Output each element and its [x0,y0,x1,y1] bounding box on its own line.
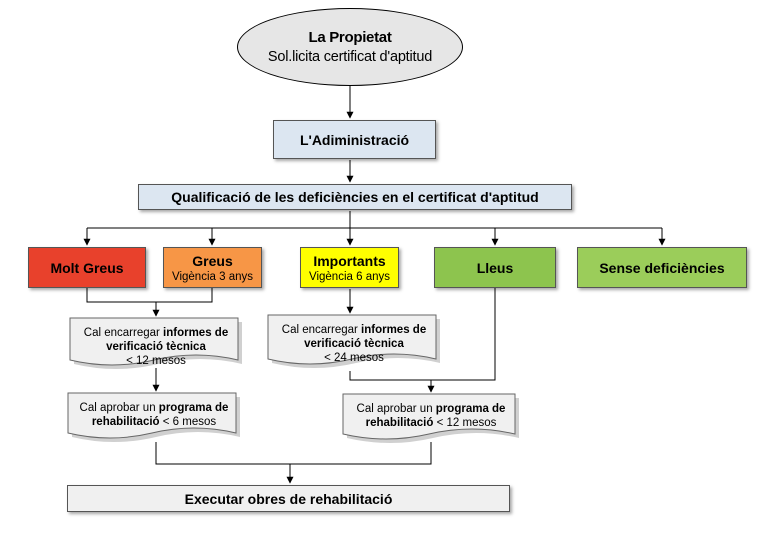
program-right-prefix: Cal aprobar un [356,403,436,415]
category-molt-greus-title: Molt Greus [50,259,124,276]
administration-label: L'Adiministració [299,131,410,148]
program-right-bold-1: programa de [435,403,506,415]
report-left-text: Cal encarregar informes de verificació t… [70,318,242,368]
administration-box: L'Adiministració [273,120,436,159]
report-right-period: < 24 mesos [324,352,384,364]
category-molt-greus: Molt Greus [28,247,146,288]
connector-molt-greus-greus-join [86,288,213,303]
program-left-prefix: Cal aprobar un [79,402,159,414]
program-left-text: Cal aprobar un programa de rehabilitació… [68,393,240,429]
report-left-bold-2: verificació tècnica [106,341,206,353]
program-left-period: < 6 mesos [159,416,217,428]
final-label: Executar obres de rehabilitació [184,490,393,507]
category-importants-title: Importants [313,252,386,269]
program-right-period: < 12 mesos [433,417,497,429]
report-right-bold-2: verificació tècnica [304,338,404,350]
program-right-text: Cal aprobar un programa de rehabilitació… [343,394,519,430]
report-right-document: Cal encarregar informes de verificació t… [267,314,440,371]
program-right-bold-2: rehabilitació [365,417,434,429]
report-left-document: Cal encarregar informes de verificació t… [69,317,242,370]
category-lleus-title: Lleus [476,259,514,276]
category-greus-title: Greus [192,252,233,269]
report-right-text: Cal encarregar informes de verificació t… [268,315,440,365]
program-left-document: Cal aprobar un programa de rehabilitació… [67,392,240,443]
program-right-document: Cal aprobar un programa de rehabilitació… [342,393,519,444]
category-importants-subtitle: Vigència 6 anys [309,270,390,283]
category-sense-title: Sense deficiències [599,259,725,276]
qualification-label: Qualificació de les deficiències en el c… [171,189,539,205]
start-title: La Propietat [308,29,392,46]
category-greus-subtitle: Vigència 3 anys [172,270,253,283]
start-subtitle: Sol.licita certificat d'aptitud [267,49,433,65]
category-importants: Importants Vigència 6 anys [300,247,399,288]
connector-report-right-and-lleus [349,288,496,381]
start-node-la-propietat: La Propietat Sol.licita certificat d'apt… [237,8,463,86]
report-left-bold-1: informes de [163,327,229,339]
category-sense-deficiencies: Sense deficiències [577,247,747,288]
category-lleus: Lleus [434,247,556,288]
report-left-period: < 12 mesos [126,355,186,367]
document-shape [69,317,242,369]
program-left-bold-2: rehabilitació [91,416,160,428]
report-right-bold-1: informes de [361,324,427,336]
document-shape [267,314,440,368]
qualification-box: Qualificació de les deficiències en el c… [138,184,572,210]
report-left-prefix: Cal encarregar [83,327,164,339]
program-left-bold-1: programa de [158,402,229,414]
category-greus: Greus Vigència 3 anys [163,247,262,288]
final-box: Executar obres de rehabilitació [67,485,510,512]
document-shape [342,393,519,443]
report-right-prefix: Cal encarregar [281,324,362,336]
connector-programs-join [155,442,432,465]
document-shape [67,392,240,442]
